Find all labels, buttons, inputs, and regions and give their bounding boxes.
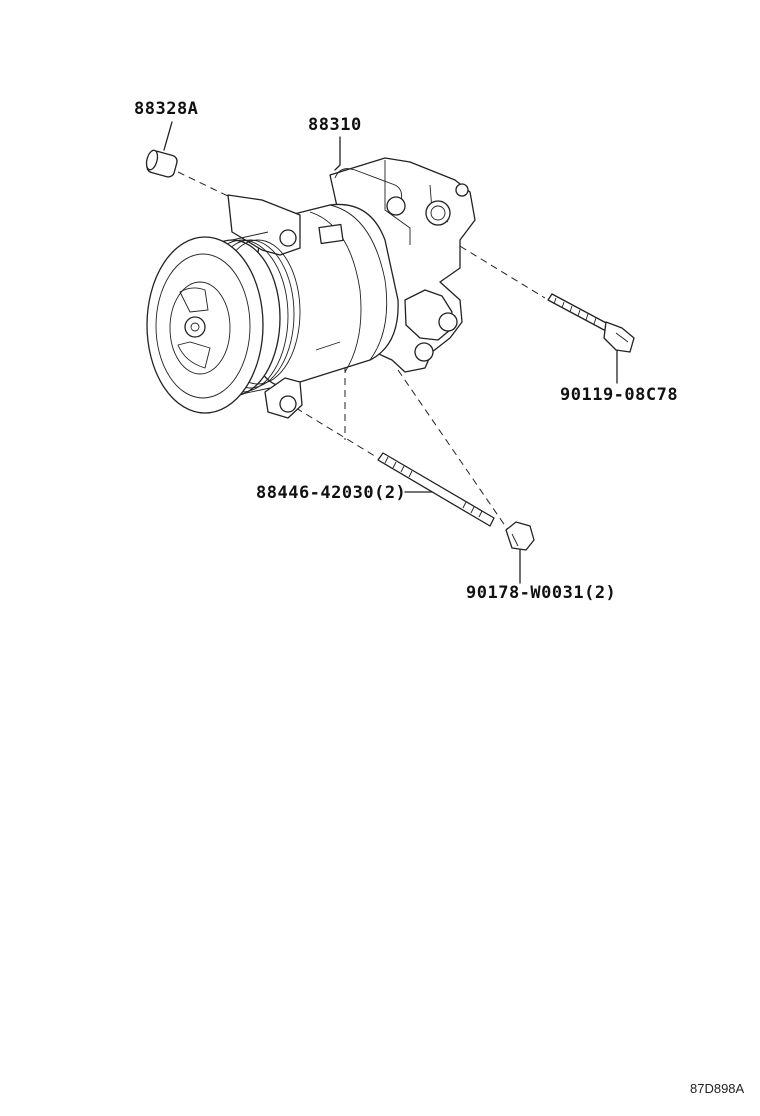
diagram-id: 87D898A [690,1081,745,1096]
leader-lines [163,121,618,584]
receiver-cap-part [145,149,178,178]
part-label-88328A: 88328A [134,99,199,119]
part-label-88446-42030: 88446-42030(2) [256,483,407,503]
part-label-90178-W0031: 90178-W0031(2) [466,583,617,603]
compressor-part [146,157,476,419]
part-label-88310: 88310 [308,115,362,135]
part-label-90119-08C78: 90119-08C78 [560,385,679,405]
nut-part [505,521,535,551]
bolt-part [547,293,635,353]
stud-part [377,452,495,527]
